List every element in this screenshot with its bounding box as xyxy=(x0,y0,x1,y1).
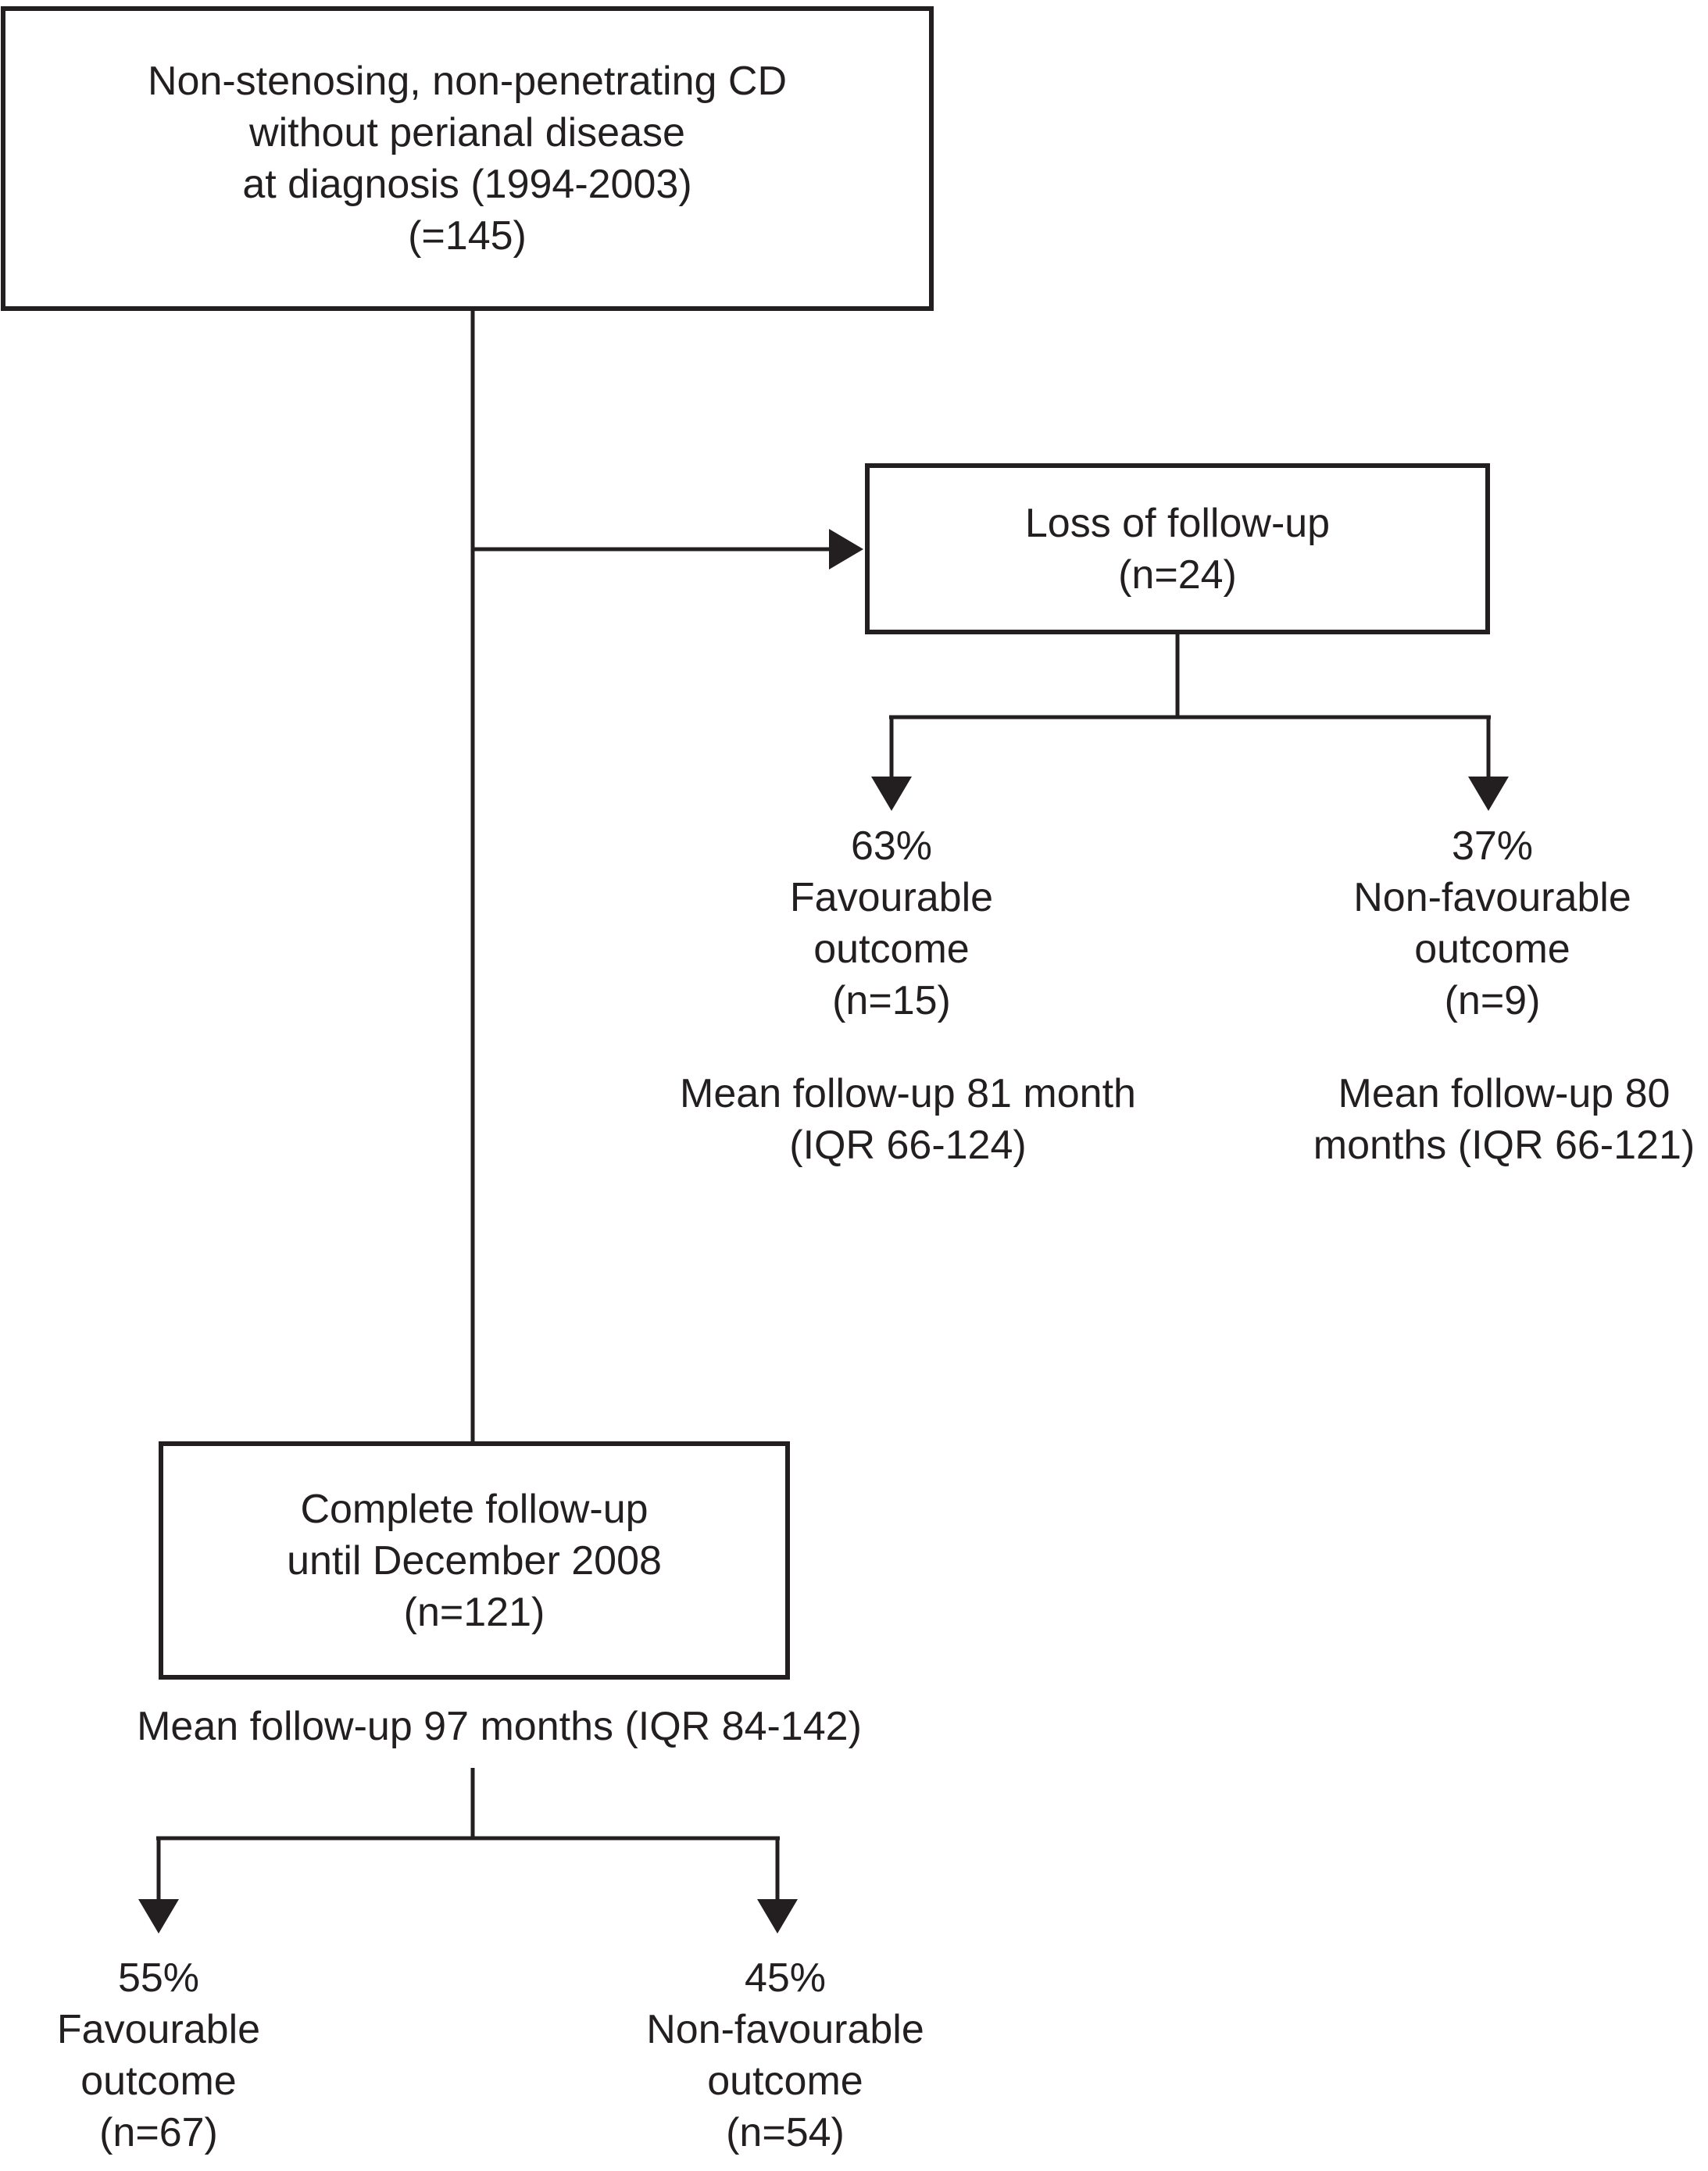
note-complete-mean-follow-up: Mean follow-up 97 months (IQR 84-142) xyxy=(109,1701,890,1752)
node-root-cohort-line: Non-stenosing, non-penetrating CD xyxy=(147,59,788,104)
complete-nonfavourable-line: (n=54) xyxy=(726,2110,845,2155)
node-complete-line: (n=121) xyxy=(403,1589,545,1635)
loss-favourable-line: (n=15) xyxy=(832,978,951,1023)
loss-nonfavourable-line: 37% xyxy=(1451,823,1534,869)
complete-favourable-line: (n=67) xyxy=(99,2110,218,2155)
complete-mean-line: Mean follow-up 97 months (IQR 84-142) xyxy=(137,1704,862,1749)
loss-favourable-line: Favourable xyxy=(789,875,994,920)
arrowhead-down-loss-favourable xyxy=(871,777,912,811)
arrowhead-right-loss-box xyxy=(829,529,863,570)
note-loss-favourable-mean-follow-up: Mean follow-up 81 month (IQR 66-124) xyxy=(634,1068,1181,1171)
arrowhead-down-complete-nonfavourable xyxy=(757,1899,798,1934)
loss-nonfavourable-mean-line: Mean follow-up 80 xyxy=(1338,1071,1670,1116)
complete-nonfavourable-line: 45% xyxy=(744,1955,827,2001)
arrowhead-down-loss-nonfavourable xyxy=(1468,777,1509,811)
node-root-cohort-line: (=145) xyxy=(408,213,527,259)
node-loss-line: Loss of follow-up xyxy=(1024,500,1331,546)
complete-nonfavourable-line: outcome xyxy=(707,2059,863,2104)
loss-favourable-line: 63% xyxy=(850,823,933,869)
node-root-cohort-line: at diagnosis (1994-2003) xyxy=(242,162,692,207)
node-complete-line: Complete follow-up xyxy=(300,1486,649,1532)
note-loss-nonfavourable-mean-follow-up: Mean follow-up 80 months (IQR 66-121) xyxy=(1285,1068,1708,1171)
node-loss-favourable-outcome: 63% Favourable outcome (n=15) xyxy=(696,820,1087,1027)
loss-nonfavourable-line: (n=9) xyxy=(1444,978,1541,1023)
node-root-cohort: Non-stenosing, non-penetrating CD withou… xyxy=(1,6,934,311)
complete-favourable-line: 55% xyxy=(117,1955,200,2001)
arrowhead-down-complete-favourable xyxy=(138,1899,179,1934)
node-complete-follow-up: Complete follow-up until December 2008 (… xyxy=(159,1441,790,1680)
node-root-cohort-line: without perianal disease xyxy=(249,110,685,155)
loss-nonfavourable-line: Non-favourable xyxy=(1353,875,1631,920)
node-loss-line: (n=24) xyxy=(1118,552,1237,598)
loss-favourable-mean-line: Mean follow-up 81 month xyxy=(680,1071,1136,1116)
node-complete-nonfavourable-outcome: 45% Non-favourable outcome (n=54) xyxy=(566,1952,1004,2159)
node-complete-favourable-outcome: 55% Favourable outcome (n=67) xyxy=(0,1952,317,2159)
complete-nonfavourable-line: Non-favourable xyxy=(646,2007,924,2052)
loss-favourable-mean-line: (IQR 66-124) xyxy=(789,1123,1027,1168)
complete-favourable-line: outcome xyxy=(80,2059,237,2104)
node-loss-of-follow-up: Loss of follow-up (n=24) xyxy=(865,463,1490,634)
loss-nonfavourable-mean-line: months (IQR 66-121) xyxy=(1313,1123,1695,1168)
loss-nonfavourable-line: outcome xyxy=(1414,927,1570,972)
node-loss-nonfavourable-outcome: 37% Non-favourable outcome (n=9) xyxy=(1274,820,1708,1027)
complete-favourable-line: Favourable xyxy=(56,2007,261,2052)
loss-favourable-line: outcome xyxy=(813,927,970,972)
node-complete-line: until December 2008 xyxy=(287,1537,662,1584)
